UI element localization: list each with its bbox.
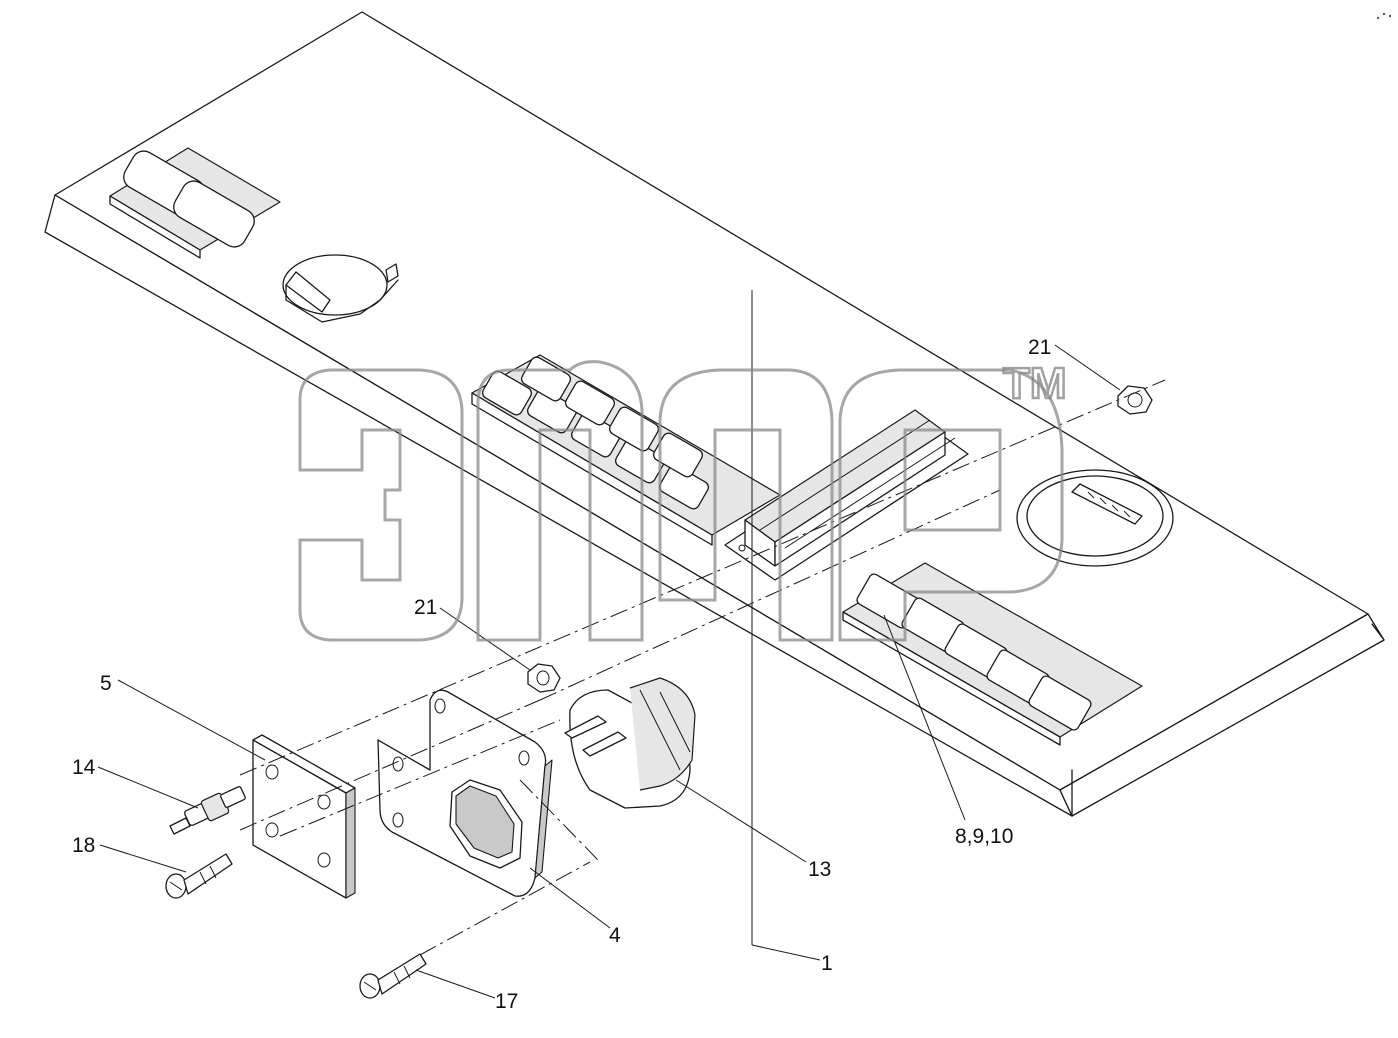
- screw-17: [359, 953, 427, 999]
- trademark-symbol: TM: [1003, 359, 1067, 408]
- watermark-logo: TM: [298, 358, 1068, 642]
- cable-gland-13: [564, 677, 696, 809]
- callout-18: 18: [72, 834, 95, 857]
- screw-18: [165, 853, 233, 899]
- hour-meter: [1016, 469, 1174, 567]
- double-switch-block: [109, 147, 281, 259]
- callout-13: 13: [808, 858, 831, 881]
- mounting-plate-5: [252, 734, 356, 899]
- callout-1: 1: [821, 952, 833, 975]
- callout-17: 17: [495, 990, 518, 1013]
- nut-21-top: [1117, 385, 1153, 415]
- callout-8-9-10: 8,9,10: [955, 825, 1013, 848]
- control-panel-housing: [44, 11, 1385, 817]
- callout-labels: 21 21 5 14 18 13 8,9,10 4 1 17: [72, 336, 1051, 1013]
- round-cap: [282, 254, 399, 323]
- front-switch-row: [842, 562, 1143, 746]
- callout-21-top: 21: [1028, 336, 1051, 359]
- callout-21-left: 21: [414, 596, 437, 619]
- sensor-14: [169, 786, 246, 835]
- corner-marks: [1376, 12, 1392, 20]
- callout-14: 14: [72, 756, 96, 779]
- nut-21-left: [527, 663, 561, 693]
- callout-4: 4: [609, 924, 621, 947]
- assembly-axis-lines: [239, 379, 1166, 956]
- connector-block: [724, 409, 969, 581]
- callout-5: 5: [100, 672, 112, 695]
- leader-lines: [97, 290, 1121, 999]
- bracket-4: [377, 689, 553, 897]
